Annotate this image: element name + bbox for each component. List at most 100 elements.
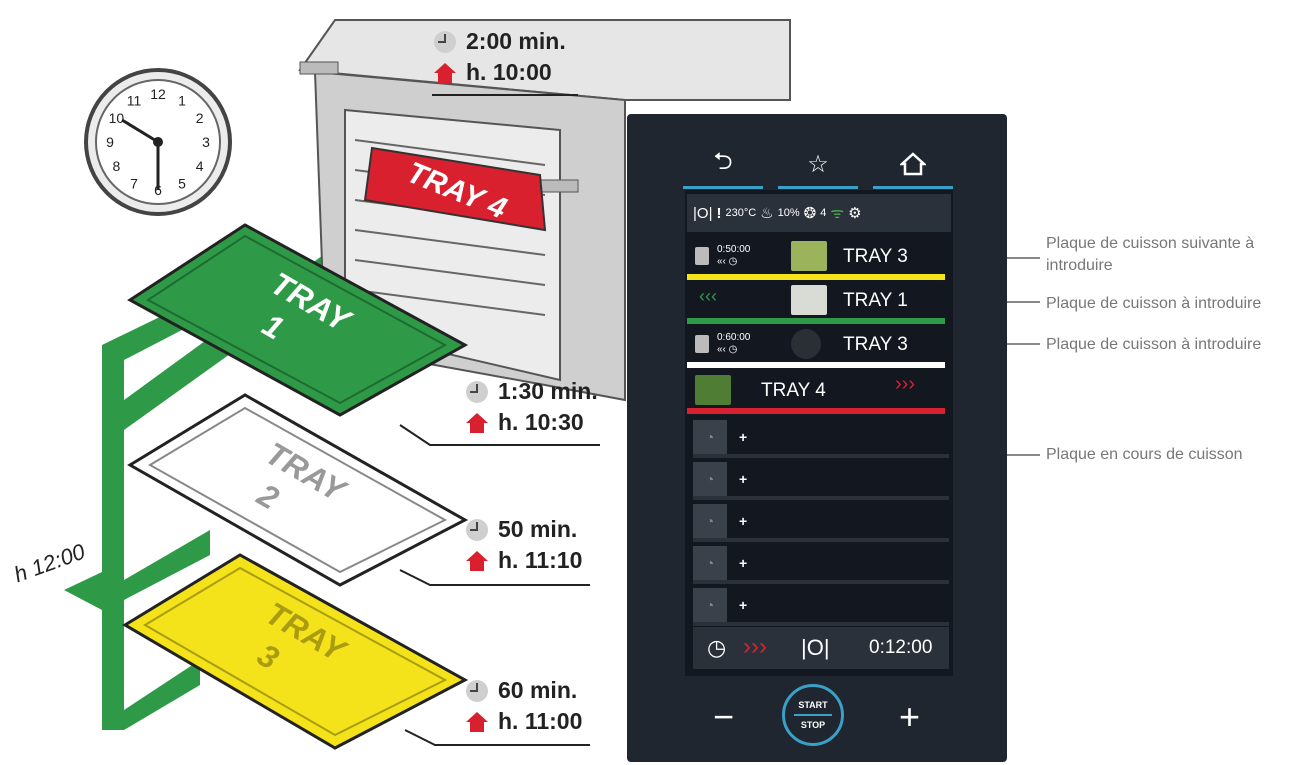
favorites-button[interactable]: ☆ — [778, 142, 858, 189]
oven-time: 2:00 min. — [466, 28, 566, 54]
humidity-icon: ♨ — [760, 205, 774, 222]
empty-slot[interactable]: ◔+ — [693, 420, 949, 458]
tray-3-illustration: TRAY 3 — [122, 553, 469, 750]
tray-color-bar — [687, 408, 945, 414]
home-icon — [466, 412, 488, 433]
settings-icon: ⚙ — [848, 205, 862, 222]
tray-row[interactable]: 0:60:00 «‹ ◷ TRAY 3 — [687, 326, 951, 368]
plus-button[interactable]: + — [899, 696, 921, 737]
row-tray-name: TRAY 1 — [843, 290, 908, 311]
food-thumbnail — [791, 285, 827, 315]
food-thumbnail — [791, 329, 821, 359]
insert-arrows-icon: ‹‹‹ — [699, 286, 717, 306]
add-tray-plus: + — [739, 471, 748, 487]
clock-number: 8 — [113, 158, 121, 174]
wifi-icon: ᯤ — [830, 205, 845, 222]
clock-number: 5 — [178, 176, 186, 192]
clock-number: 1 — [178, 92, 186, 108]
row-time: 0:60:00 — [717, 332, 751, 343]
home-button[interactable] — [873, 142, 953, 189]
tray-1-time-label: 1:30 min. h. 10:30 — [466, 378, 598, 436]
food-thumbnail — [791, 241, 827, 271]
add-tray-plus: + — [739, 597, 748, 613]
add-tray-plus: + — [739, 429, 748, 445]
add-tray-plus: + — [739, 555, 748, 571]
empty-slot[interactable]: ◔+ — [693, 546, 949, 584]
add-tray-plus: + — [739, 513, 748, 529]
tray-row[interactable]: 0:50:00 «‹ ◷ TRAY 3 — [687, 238, 951, 280]
empty-slot[interactable]: ◔+ — [693, 588, 949, 626]
tray-1-illustration: TRAY 1 — [127, 223, 469, 417]
tray-row[interactable]: ‹‹‹ TRAY 1 — [687, 282, 951, 324]
temperature-icon: ! — [716, 204, 722, 222]
rewind-clock-icon: «‹ ◷ — [717, 344, 738, 355]
rewind-clock-icon: «‹ ◷ — [717, 256, 738, 267]
timer-icon: ◷ — [707, 635, 727, 660]
annotation-next-tray: Plaque de cuisson suivante à introduire — [1046, 235, 1255, 274]
tray-color-bar — [687, 362, 945, 368]
humidity-value: 10% — [777, 207, 800, 219]
clock-number: 10 — [109, 110, 125, 126]
start-stop-button[interactable]: START STOP — [782, 684, 844, 746]
clock-number: 2 — [196, 110, 204, 126]
home-icon — [466, 711, 488, 732]
tray-color-bar — [687, 274, 945, 280]
add-timer-icon: ◔ — [693, 420, 727, 454]
lock-icon — [695, 247, 709, 265]
clock-number: 7 — [130, 176, 138, 192]
cooking-mode-icon: |O| — [693, 204, 713, 222]
lock-icon — [695, 335, 709, 353]
row-tray-name: TRAY 3 — [843, 334, 908, 355]
clock-number: 4 — [196, 158, 204, 174]
star-icon: ☆ — [807, 150, 829, 178]
top-nav: ⮌ ☆ — [683, 142, 953, 189]
back-button[interactable]: ⮌ — [683, 142, 763, 189]
remaining-time: 0:12:00 — [869, 637, 933, 658]
row-time: 0:50:00 — [717, 244, 751, 255]
fan-icon: ❂ — [803, 205, 817, 222]
annotation-insert-tray-1: Plaque de cuisson à introduire — [1046, 295, 1262, 312]
empty-slot[interactable]: ◔+ — [693, 504, 949, 542]
oven-hour: h. 10:00 — [466, 59, 552, 85]
cooking-arrows-icon: ››› — [895, 373, 915, 395]
add-timer-icon: ◔ — [693, 588, 727, 622]
fan-speed-value: 4 — [820, 207, 827, 219]
clock-number: 9 — [106, 134, 114, 150]
wall-clock-icon: 121234567891011 — [84, 68, 232, 216]
temperature-value: 230°C — [725, 207, 757, 219]
arrow-time-label: h 12:00 — [11, 538, 89, 587]
timer-icon — [466, 380, 488, 403]
status-bar[interactable]: |O| ! 230°C ♨ 10% ❂ 4 ᯤ ⚙ — [687, 194, 951, 232]
clock-number: 12 — [150, 86, 166, 102]
annotation-cooking-tray: Plaque en cours de cuisson — [1046, 446, 1243, 463]
tray-row-cooking[interactable]: TRAY 4 ››› — [687, 372, 951, 414]
house-icon — [900, 152, 926, 176]
home-icon — [466, 550, 488, 571]
timer-icon — [466, 518, 488, 541]
add-timer-icon: ◔ — [693, 462, 727, 496]
tray-3-time-label: 60 min. h. 11:00 — [466, 677, 582, 735]
tray-color-bar — [687, 318, 945, 324]
start-label: START — [798, 700, 828, 710]
clock-number: 3 — [202, 134, 210, 150]
label-leader-lines — [399, 94, 600, 746]
tray-2-illustration: TRAY 2 — [127, 393, 469, 587]
oven-time-label: 2:00 min. h. 10:00 — [434, 28, 566, 86]
empty-slot[interactable]: ◔+ — [693, 462, 949, 500]
start-stop-divider — [794, 714, 832, 716]
back-arrow-icon: ⮌ — [713, 147, 733, 175]
bottom-status-bar[interactable]: ◷ ››› |O| 0:12:00 — [693, 627, 949, 669]
minus-button[interactable]: − — [713, 696, 735, 737]
row-tray-name: TRAY 4 — [761, 380, 826, 401]
display-screen: |O| ! 230°C ♨ 10% ❂ 4 ᯤ ⚙ 0:50:00 «‹ ◷ T… — [685, 190, 953, 676]
control-panel: ⮌ ☆ |O| ! 230°C ♨ 10% ❂ 4 ᯤ ⚙ 0:50:00 «‹… — [627, 114, 1007, 762]
tray-2-time-label: 50 min. h. 11:10 — [466, 516, 582, 574]
home-icon — [434, 62, 456, 83]
progress-arrows-icon: ››› — [743, 633, 767, 660]
stop-label: STOP — [800, 720, 826, 730]
row-tray-name: TRAY 3 — [843, 246, 908, 267]
add-timer-icon: ◔ — [693, 546, 727, 580]
timer-icon — [434, 30, 456, 53]
clock-number: 11 — [127, 92, 142, 108]
